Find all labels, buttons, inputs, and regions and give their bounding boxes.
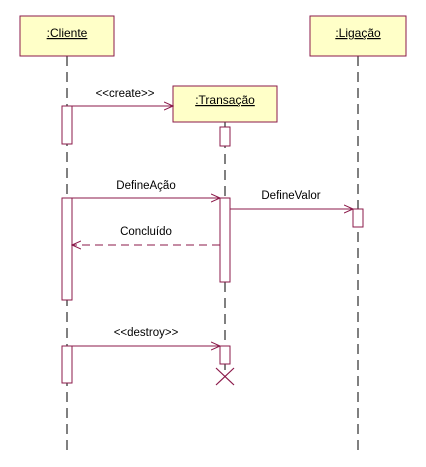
object-transacao-label: :Transação (195, 93, 255, 107)
activation-cliente-2 (61, 197, 73, 301)
message-create-label: <<create>> (96, 88, 155, 100)
activation-cliente-3 (61, 345, 73, 384)
object-cliente-label: :Cliente (47, 26, 88, 40)
message-define-valor-label: DefineValor (261, 190, 320, 202)
activation-cliente-1 (61, 105, 73, 145)
destroy-x-icon (215, 367, 235, 386)
message-destroy-label: <<destroy>> (114, 327, 179, 339)
activation-transacao-3 (219, 345, 231, 365)
message-define-acao-label: DefineAção (116, 180, 175, 192)
object-transacao[interactable]: :Transação (172, 85, 278, 123)
object-ligacao[interactable]: :Ligação (309, 15, 407, 57)
activation-ligacao-1 (352, 208, 364, 228)
activation-transacao-1 (219, 126, 231, 147)
message-concluido-label: Concluído (120, 226, 172, 238)
object-cliente[interactable]: :Cliente (19, 15, 115, 57)
object-ligacao-label: :Ligação (335, 26, 381, 40)
activation-transacao-2 (219, 197, 231, 283)
